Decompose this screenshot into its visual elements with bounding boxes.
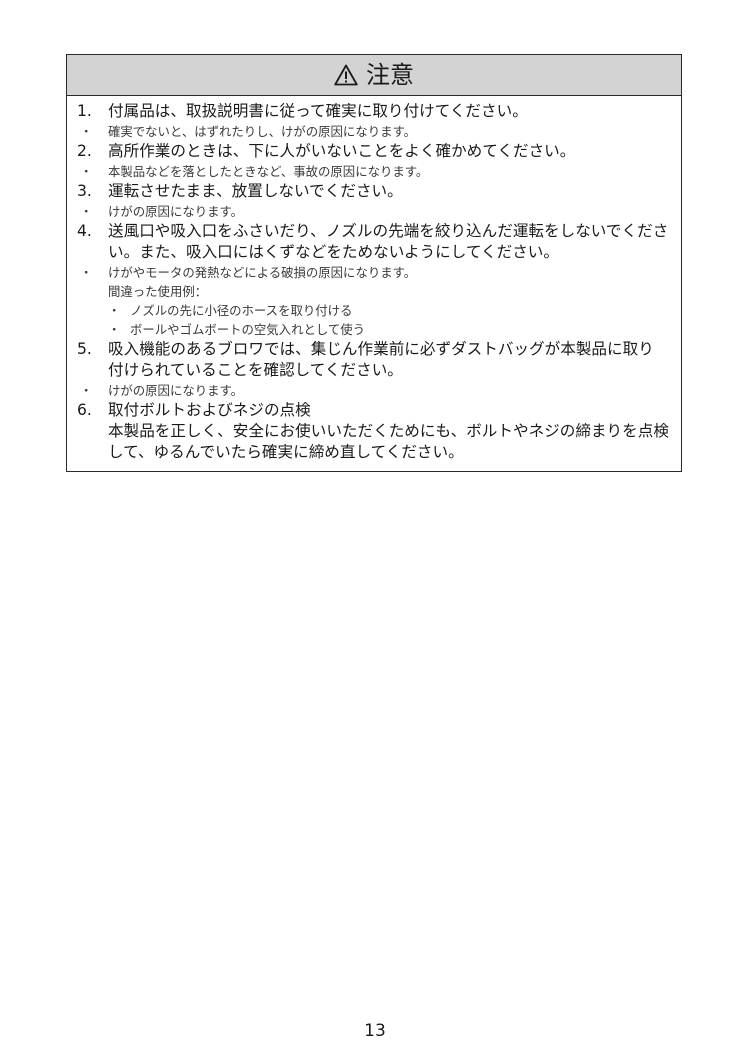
item-note: ・ 確実でないと、はずれたりし、けがの原因になります。 — [77, 122, 669, 141]
page-number: 13 — [364, 1021, 386, 1041]
item-detail: 本製品を正しく、安全にお使いいただくためにも、ボルトやネジの締まりを点検して、ゆ… — [108, 422, 669, 461]
bullet: ・ — [80, 265, 93, 280]
caution-title: 注意 — [366, 61, 414, 89]
bullet: ・ — [80, 204, 93, 219]
example-text: ボールやゴムボートの空気入れとして使う — [130, 322, 366, 337]
caution-item: 6. 取付ボルトおよびネジの点検 本製品を正しく、安全にお使いいただくためにも、… — [77, 400, 669, 463]
caution-item: 2. 高所作業のときは、下に人がいないことをよく確かめてください。 — [77, 141, 669, 162]
note-text: 確実でないと、はずれたりし、けがの原因になります。 — [108, 124, 417, 139]
caution-body: 1. 付属品は、取扱説明書に従って確実に取り付けてください。 ・ 確実でないと、… — [67, 96, 681, 471]
item-text: 送風口や吸入口をふさいだり、ノズルの先端を絞り込んだ運転をしないでください。また… — [108, 222, 669, 261]
note-text: 本製品などを落としたときなど、事故の原因になります。 — [108, 164, 429, 179]
bullet: ・ — [80, 164, 93, 179]
item-text: 高所作業のときは、下に人がいないことをよく確かめてください。 — [108, 142, 576, 160]
caution-header: 注意 — [67, 55, 681, 96]
item-heading: 取付ボルトおよびネジの点検 — [108, 401, 311, 419]
example-heading: 間違った使用例： — [108, 284, 208, 299]
caution-item: 5. 吸入機能のあるブロワでは、集じん作業前に必ずダストバッグが本製品に取り付け… — [77, 339, 669, 381]
note-text: けがの原因になります。 — [108, 204, 244, 219]
warning-triangle-icon — [334, 64, 358, 86]
item-number: 1. — [77, 102, 92, 120]
item-text: 吸入機能のあるブロワでは、集じん作業前に必ずダストバッグが本製品に取り付けられて… — [108, 340, 654, 379]
example-text: ノズルの先に小径のホースを取り付ける — [130, 303, 353, 318]
item-number: 2. — [77, 142, 92, 160]
note-text: けがやモータの発熱などによる破損の原因になります。 — [108, 265, 417, 280]
item-text: 付属品は、取扱説明書に従って確実に取り付けてください。 — [108, 102, 528, 120]
bullet: ・ — [80, 124, 93, 139]
item-note: ・ けがやモータの発熱などによる破損の原因になります。 — [77, 263, 669, 282]
item-text: 取付ボルトおよびネジの点検 本製品を正しく、安全にお使いいただくためにも、ボルト… — [108, 400, 669, 463]
item-note: ・ けがの原因になります。 — [77, 381, 669, 400]
item-note: ・ けがの原因になります。 — [77, 202, 669, 221]
item-number: 6. — [77, 401, 92, 419]
item-note: ・ 本製品などを落としたときなど、事故の原因になります。 — [77, 162, 669, 181]
item-number: 5. — [77, 340, 92, 358]
bullet: ・ — [108, 322, 121, 337]
item-number: 3. — [77, 182, 92, 200]
item-text: 運転させたまま、放置しないでください。 — [108, 182, 403, 200]
bullet: ・ — [108, 303, 121, 318]
caution-item: 1. 付属品は、取扱説明書に従って確実に取り付けてください。 — [77, 101, 669, 122]
caution-item: 3. 運転させたまま、放置しないでください。 — [77, 181, 669, 202]
item-number: 4. — [77, 222, 92, 240]
note-text: けがの原因になります。 — [108, 383, 244, 398]
caution-item: 4. 送風口や吸入口をふさいだり、ノズルの先端を絞り込んだ運転をしないでください… — [77, 221, 669, 263]
example-item: ・ ボールやゴムボートの空気入れとして使う — [77, 320, 669, 339]
example-item: ・ ノズルの先に小径のホースを取り付ける — [77, 301, 669, 320]
caution-box: 注意 1. 付属品は、取扱説明書に従って確実に取り付けてください。 ・ 確実でな… — [66, 54, 682, 472]
bullet: ・ — [80, 383, 93, 398]
